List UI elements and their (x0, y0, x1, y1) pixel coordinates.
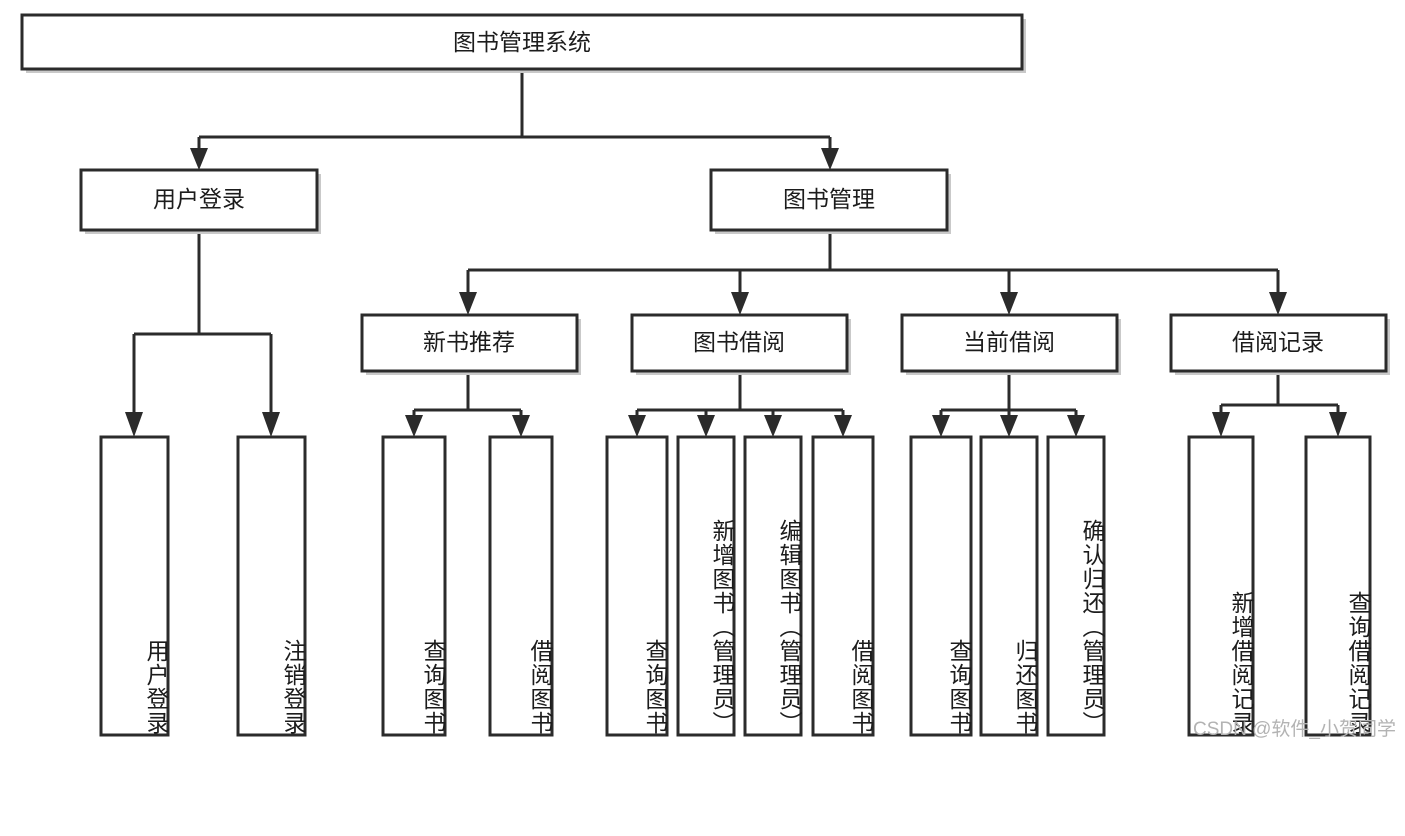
node-leaf-edit-book-box[interactable] (743, 435, 803, 737)
node-leaf-add-book-box[interactable] (676, 435, 736, 737)
node-borrow-record-box[interactable] (1169, 313, 1388, 373)
node-book-borrow-box[interactable] (630, 313, 849, 373)
node-leaf-confirm-return-box[interactable] (1046, 435, 1106, 737)
arrow-head-leaf-query-book-2 (628, 415, 646, 437)
node-leaf-logout-box[interactable] (236, 435, 307, 737)
node-leaf-add-record-box[interactable] (1187, 435, 1255, 737)
node-user-login-box[interactable] (79, 168, 319, 232)
csdn-watermark: CSDN @软件_小贺同学 (1193, 719, 1396, 740)
flowchart-svg: 图书管理系统 用户登录 图书管理 新书推荐 图书借阅 当前借阅 (20, 13, 1390, 737)
arrow-head-leaf-logout (262, 412, 280, 437)
leaf-boxes (99, 435, 1372, 737)
edge-layer (125, 72, 1347, 437)
node-user-login[interactable]: 用户登录 (79, 168, 321, 234)
node-borrow-record-label: 借阅记录 (1232, 329, 1324, 355)
flowchart-canvas: 图书管理系统 用户登录 图书管理 新书推荐 图书借阅 当前借阅 (20, 13, 1396, 740)
node-borrow-record[interactable]: 借阅记录 (1169, 313, 1390, 375)
node-new-book-rec-box[interactable] (360, 313, 579, 373)
node-new-book-rec-label: 新书推荐 (423, 329, 515, 355)
arrow-head-leaf-user-login (125, 412, 143, 437)
node-leaf-query-record-box[interactable] (1304, 435, 1372, 737)
arrow-head-leaf-query-book-3 (932, 415, 950, 437)
node-leaf-user-login-box[interactable] (99, 435, 170, 737)
node-book-manage-label: 图书管理 (783, 186, 875, 212)
arrow-head-borrow-record (1269, 292, 1287, 315)
node-root[interactable]: 图书管理系统 (20, 13, 1026, 73)
arrow-head-leaf-borrow-book-2 (834, 415, 852, 437)
arrow-head-book-borrow (731, 292, 749, 315)
node-book-borrow-label: 图书借阅 (693, 329, 785, 355)
node-current-borrow[interactable]: 当前借阅 (900, 313, 1121, 375)
arrow-head-leaf-add-record (1212, 412, 1230, 437)
node-current-borrow-box[interactable] (900, 313, 1119, 373)
node-leaf-return-book-box[interactable] (979, 435, 1039, 737)
node-current-borrow-label: 当前借阅 (963, 329, 1055, 355)
node-book-borrow[interactable]: 图书借阅 (630, 313, 851, 375)
arrow-head-leaf-confirm-return (1067, 415, 1085, 437)
node-leaf-query-book-3-box[interactable] (909, 435, 973, 737)
node-leaf-query-book-1-box[interactable] (381, 435, 447, 737)
arrow-head-leaf-query-book-1 (405, 415, 423, 437)
node-new-book-rec[interactable]: 新书推荐 (360, 313, 581, 375)
arrow-head-leaf-add-book (697, 415, 715, 437)
node-book-manage[interactable]: 图书管理 (709, 168, 951, 234)
arrow-head-leaf-query-record (1329, 412, 1347, 437)
node-root-label: 图书管理系统 (453, 29, 591, 55)
arrow-head-current-borrow (1000, 292, 1018, 315)
arrow-head-new-book-rec (459, 292, 477, 315)
arrow-head-leaf-edit-book (764, 415, 782, 437)
node-leaf-borrow-book-1-box[interactable] (488, 435, 554, 737)
node-leaf-query-book-2-box[interactable] (605, 435, 669, 737)
arrow-head-book-manage (821, 148, 839, 170)
node-root-box[interactable] (20, 13, 1024, 71)
arrow-head-leaf-return-book (1000, 415, 1018, 437)
node-leaf-borrow-book-2-box[interactable] (811, 435, 875, 737)
node-user-login-label: 用户登录 (153, 186, 245, 212)
node-book-manage-box[interactable] (709, 168, 949, 232)
arrow-head-user-login (190, 148, 208, 170)
arrow-head-leaf-borrow-book-1 (512, 415, 530, 437)
